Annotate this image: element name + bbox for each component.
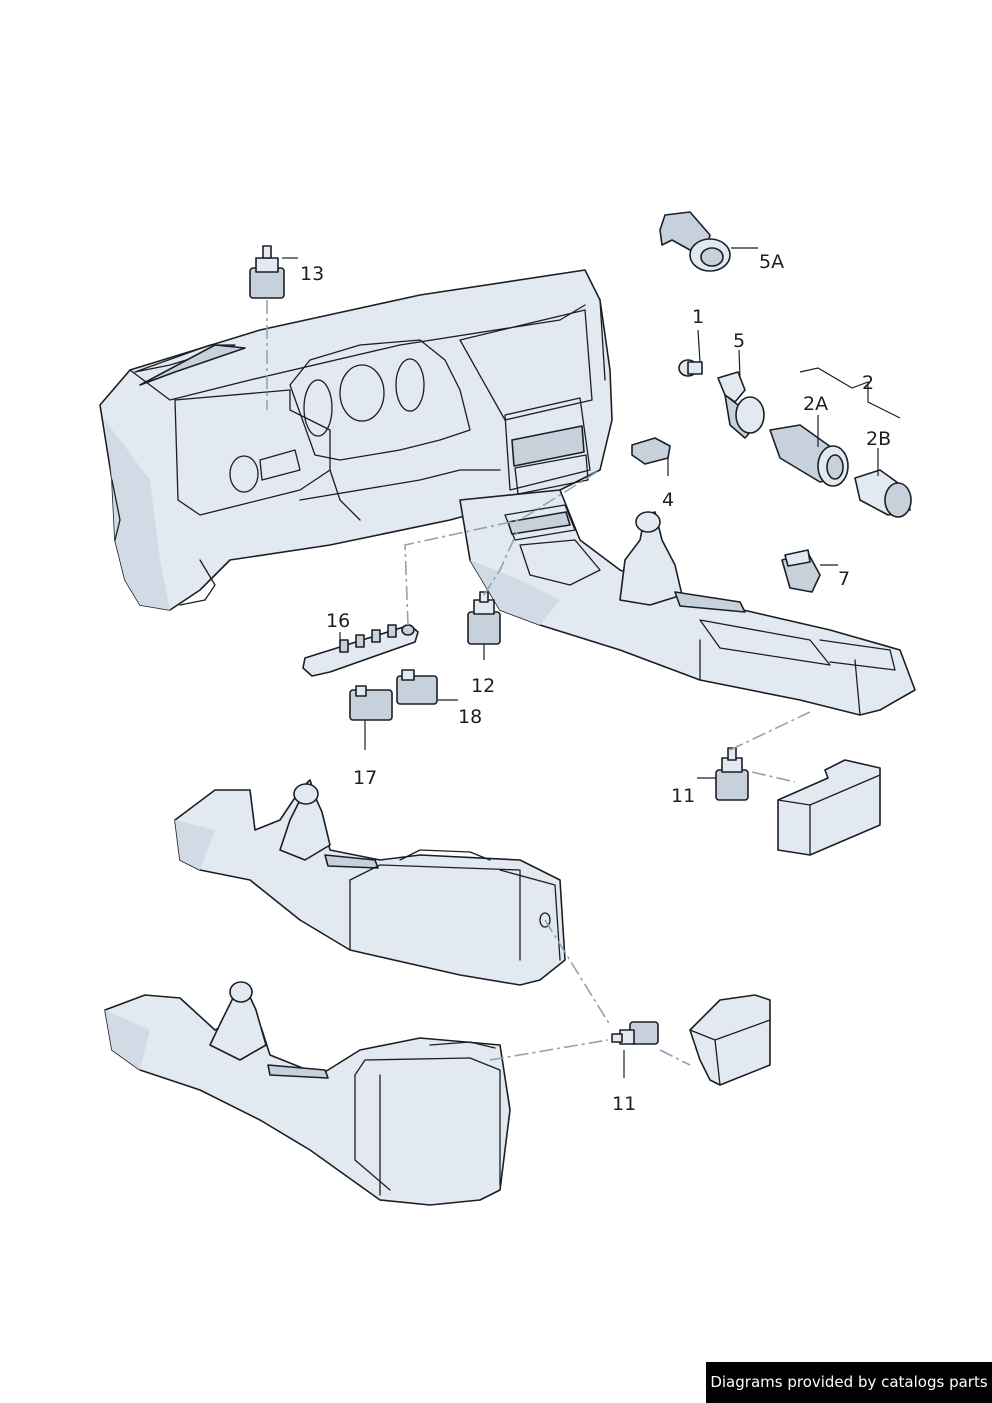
connector-17: [349, 685, 393, 721]
callout-16: 16: [326, 610, 350, 632]
assembly-lines: [266, 300, 811, 1066]
connector-strip-16: [302, 624, 419, 677]
callout-13: 13: [300, 263, 324, 285]
center-console-bottom: [104, 981, 511, 1206]
callout-2: 2: [862, 372, 874, 394]
footer-credit: Diagrams provided by catalogs parts: [706, 1362, 992, 1403]
callout-17: 17: [353, 767, 377, 789]
switch-12: [467, 591, 501, 645]
center-console-top: [459, 489, 916, 716]
socket-holder-5a: [659, 211, 731, 272]
leader-lines: [282, 247, 901, 1078]
lighter-knob-2b: [854, 469, 912, 518]
callout-11-upper: 11: [671, 785, 695, 807]
callout-7: 7: [838, 568, 850, 590]
lighter-housing-5: [717, 371, 765, 439]
callout-5: 5: [733, 330, 745, 352]
bracket-lower: [689, 994, 771, 1086]
bulb-1: [678, 359, 703, 377]
callout-18: 18: [458, 706, 482, 728]
switch-11-upper: [715, 747, 749, 801]
callout-11-lower: 11: [612, 1093, 636, 1115]
bracket-upper: [777, 759, 881, 856]
callout-5a: 5A: [759, 251, 784, 273]
callout-2a: 2A: [803, 393, 828, 415]
callout-12: 12: [471, 675, 495, 697]
callout-labels: 5A 13 1 5 2 2A 2B 4 7 16 12 18 17 11 11: [300, 251, 891, 1115]
fuse-4: [631, 437, 671, 465]
callout-2b: 2B: [866, 428, 891, 450]
switch-7: [781, 549, 821, 593]
switch-13: [249, 245, 285, 299]
center-console-mid: [174, 779, 566, 986]
lighter-element-2a: [769, 424, 849, 487]
callout-1: 1: [692, 306, 704, 328]
dashboard-assembly: [99, 269, 613, 611]
connector-18: [396, 669, 438, 705]
callout-4: 4: [662, 489, 674, 511]
switch-11-lower: [611, 1021, 659, 1045]
